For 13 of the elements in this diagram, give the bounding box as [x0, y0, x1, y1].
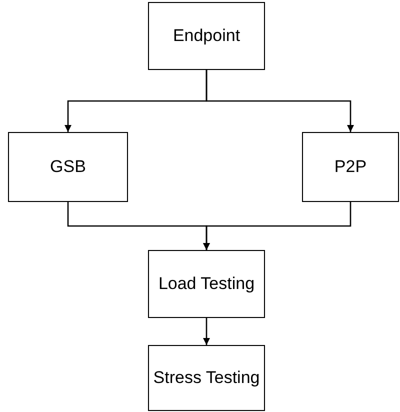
box-label: GSB — [49, 157, 87, 177]
process-box — [302, 132, 399, 202]
arrow — [203, 318, 210, 345]
arrow — [206, 70, 354, 132]
process-box — [148, 345, 265, 411]
process-box — [148, 2, 265, 70]
process-box — [8, 132, 128, 202]
arrow — [203, 202, 352, 250]
box-label: P2P — [333, 157, 368, 177]
box-label: Load Testing — [157, 274, 256, 294]
box-label: Stress Testing — [152, 368, 261, 388]
process-box — [148, 250, 265, 318]
box-label: Endpoint — [172, 26, 242, 46]
